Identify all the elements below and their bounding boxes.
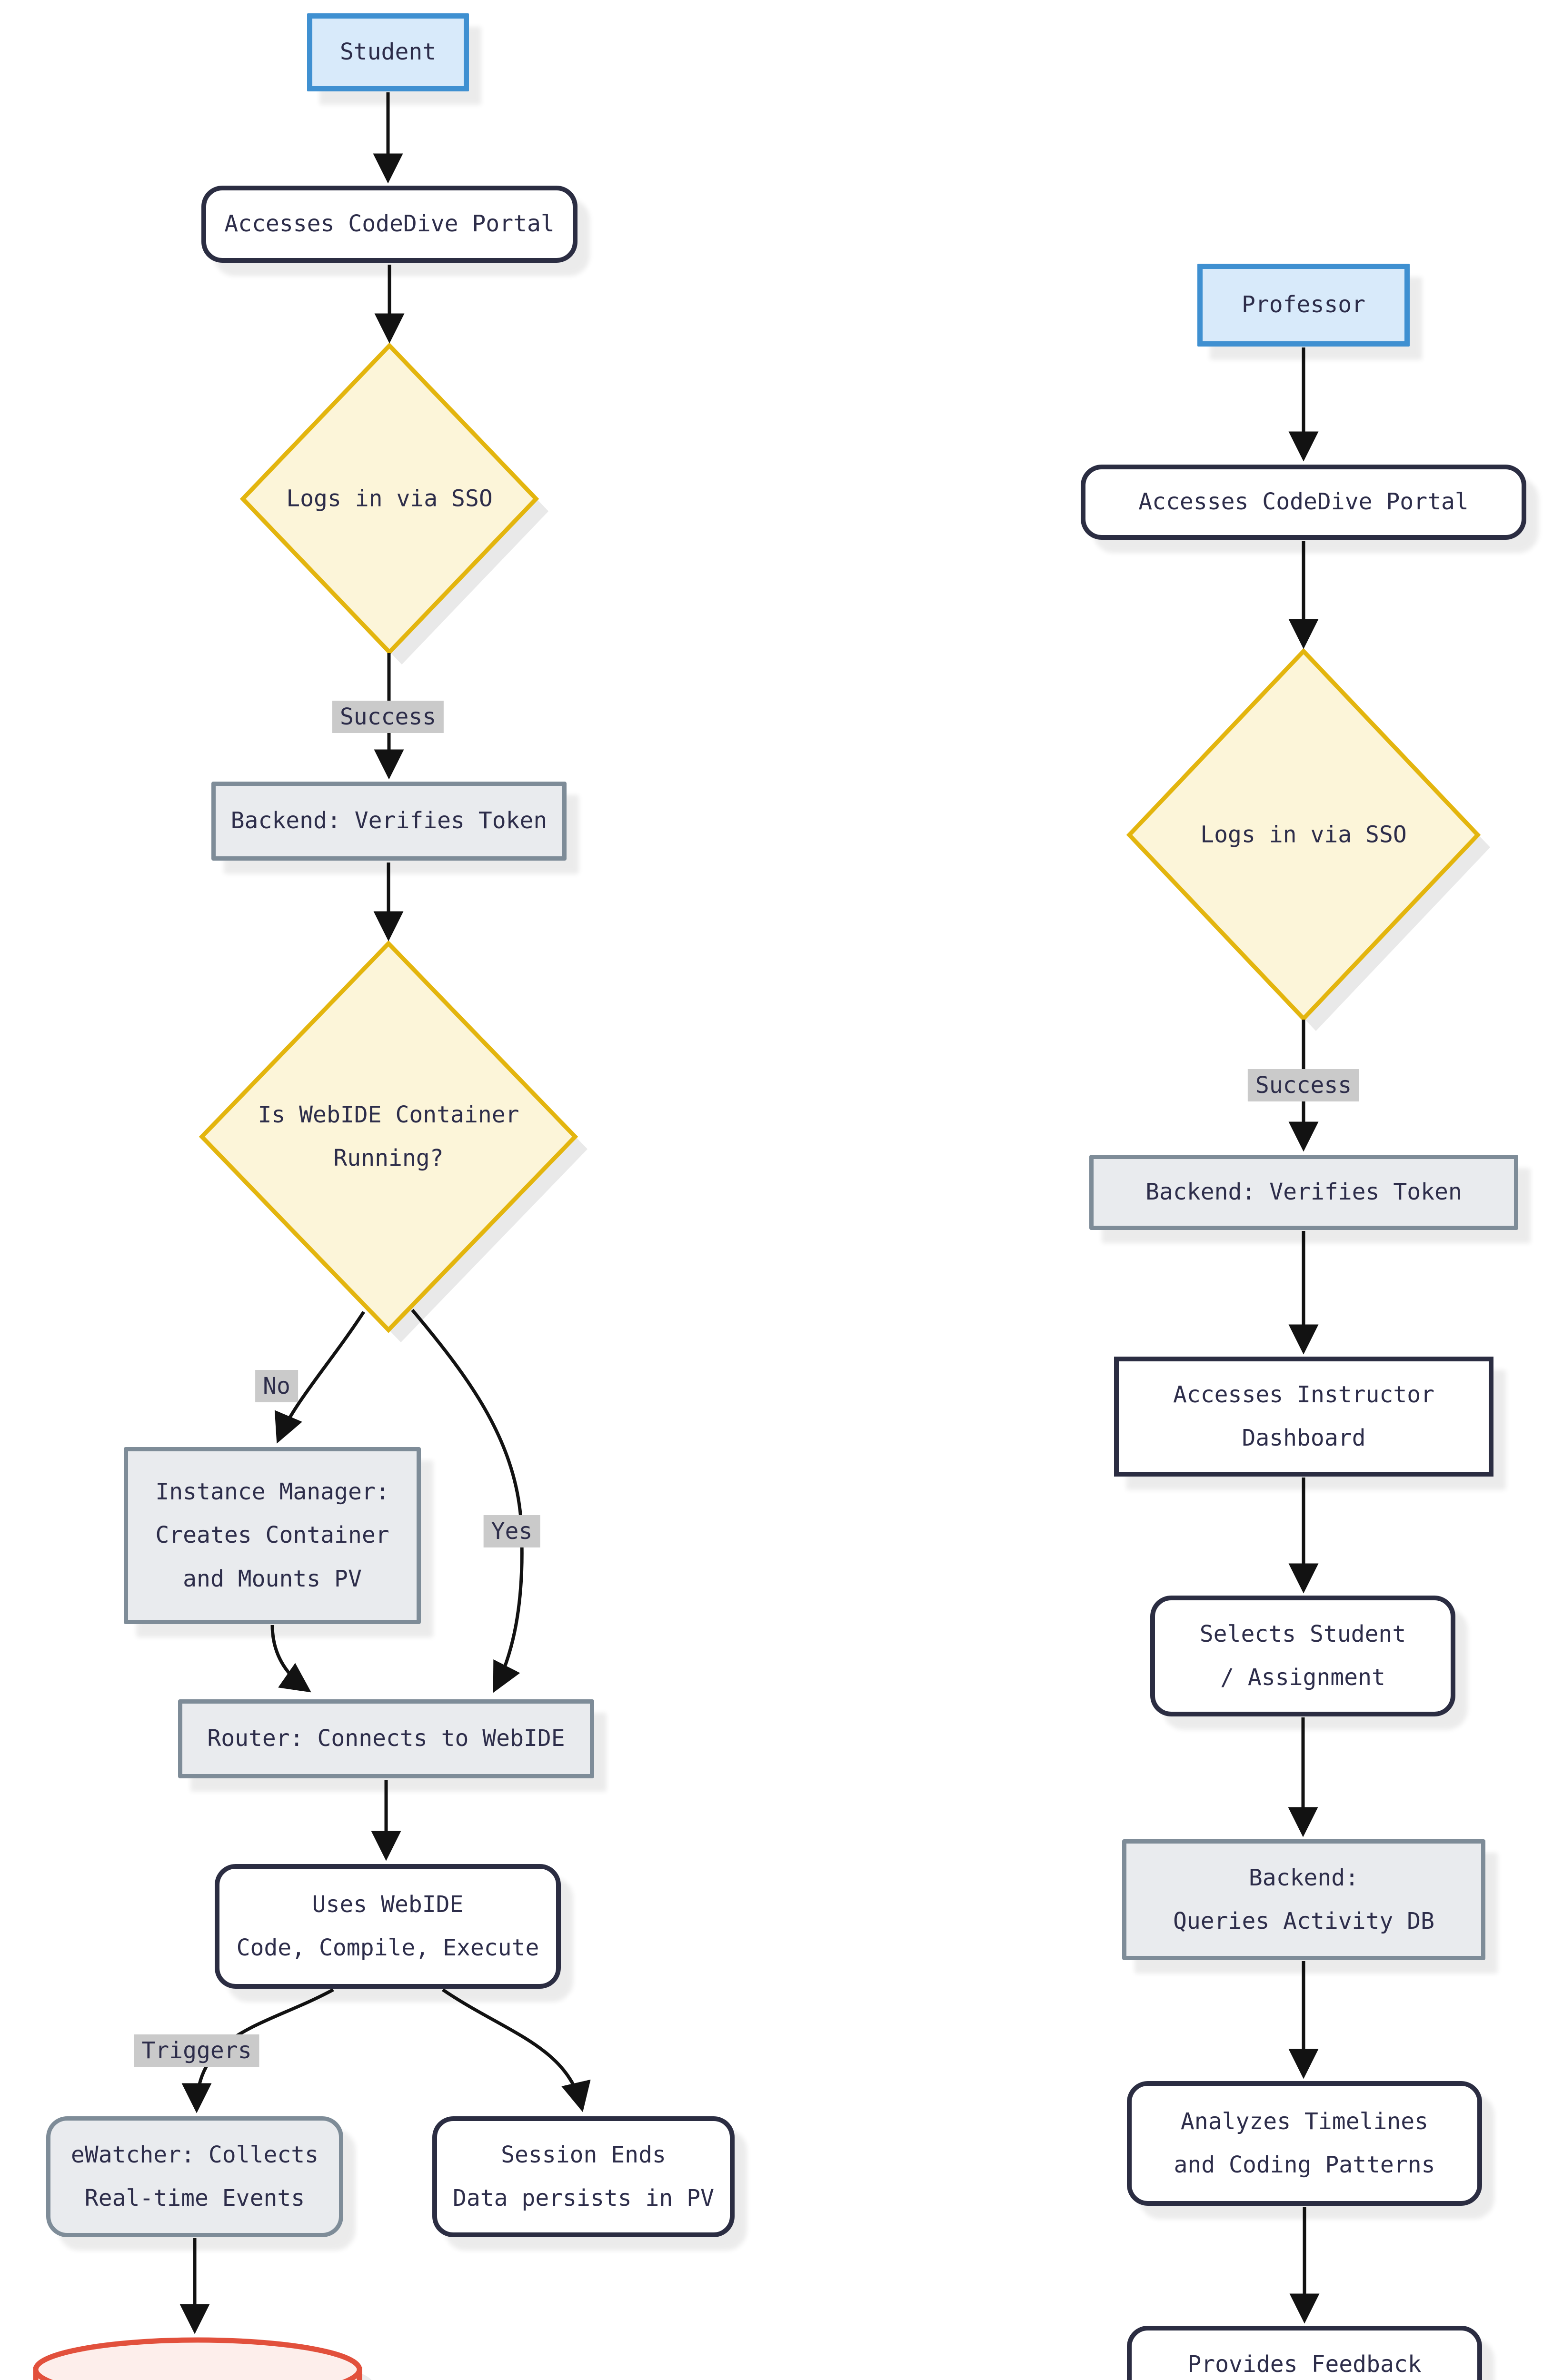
decision-professor-sso-shape	[1126, 648, 1481, 1022]
edge-label-yes: Yes	[483, 1515, 540, 1547]
decision-webide-container-label: Is WebIDE Container Running?	[258, 1101, 519, 1171]
node-student-backend-verifies: Backend: Verifies Token	[211, 782, 567, 861]
db-cylinder-shape	[33, 2337, 362, 2380]
node-professor: Professor	[1197, 264, 1410, 347]
decision-professor-sso-label: Logs in via SSO	[1200, 821, 1407, 848]
node-uses-webide: Uses WebIDE Code, Compile, Execute	[215, 1864, 561, 1989]
edge-label-triggers: Triggers	[134, 2034, 259, 2067]
node-instructor-dashboard: Accesses Instructor Dashboard	[1114, 1357, 1493, 1477]
node-student-accesses-portal: Accesses CodeDive Portal	[201, 186, 577, 263]
arrow-uses-to-session-ends	[442, 1988, 591, 2112]
node-selects-student: Selects Student / Assignment	[1150, 1596, 1455, 1716]
arrow-yes-to-router	[411, 1309, 524, 1693]
decision-student-sso-label: Logs in via SSO	[286, 485, 493, 512]
node-professor-backend-verifies: Backend: Verifies Token	[1089, 1155, 1518, 1230]
arrow-instance-manager-to-router	[270, 1625, 311, 1693]
node-instance-manager: Instance Manager: Creates Container and …	[124, 1447, 421, 1624]
decision-webide-container-shape	[199, 940, 578, 1333]
arrow-uses-to-ewatcher	[181, 1988, 334, 2113]
node-provides-feedback: Provides Feedback / Assesses	[1127, 2326, 1482, 2380]
node-professor-accesses-portal: Accesses CodeDive Portal	[1081, 465, 1526, 540]
edge-label-professor-success: Success	[1247, 1069, 1360, 1101]
node-student: Student	[307, 13, 469, 91]
arrow-no-to-instance-manager	[274, 1311, 365, 1444]
decision-student-sso-shape	[239, 342, 539, 655]
edge-label-no: No	[255, 1370, 298, 1402]
node-analyzes: Analyzes Timelines and Coding Patterns	[1127, 2081, 1482, 2206]
node-backend-queries: Backend: Queries Activity DB	[1122, 1839, 1485, 1960]
node-ewatcher: eWatcher: Collects Real-time Events	[46, 2116, 343, 2237]
edge-label-student-success: Success	[332, 701, 444, 733]
node-session-ends: Session Ends Data persists in PV	[432, 2116, 735, 2237]
node-router: Router: Connects to WebIDE	[178, 1699, 594, 1778]
